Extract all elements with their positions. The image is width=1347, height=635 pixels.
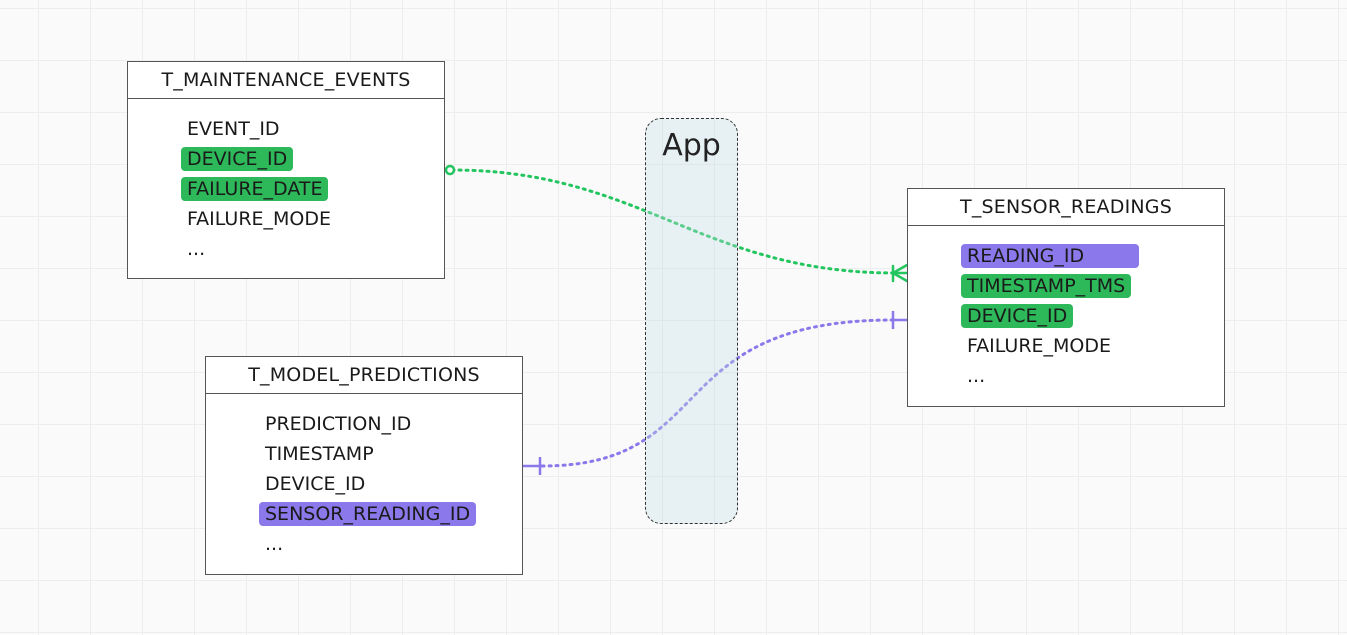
more-fields-ellipsis: ... (265, 533, 284, 555)
predictions-to-sensor-connector[interactable] (523, 311, 908, 475)
app-group-label: App (662, 128, 721, 163)
maintenance-to-sensor-connector[interactable] (444, 164, 909, 283)
table-field: FAILURE_MODE (967, 335, 1112, 357)
table-field-highlighted: READING_ID (961, 241, 1144, 271)
zero-cardinality-marker (444, 164, 456, 176)
table-maintenance-events[interactable]: T_MAINTENANCE_EVENTS EVENT_ID DEVICE_ID … (127, 61, 445, 279)
table-model-predictions[interactable]: T_MODEL_PREDICTIONS PREDICTION_ID TIMEST… (205, 356, 523, 575)
table-title: T_MAINTENANCE_EVENTS (128, 62, 444, 99)
one-cardinality-marker (523, 457, 542, 475)
table-field-highlighted: DEVICE_ID (961, 301, 1144, 331)
app-group-frame[interactable]: App (645, 118, 738, 524)
table-title: T_SENSOR_READINGS (908, 189, 1224, 226)
table-field: FAILURE_MODE (187, 208, 332, 230)
table-sensor-readings[interactable]: T_SENSOR_READINGS READING_ID TIMESTAMP_T… (907, 188, 1225, 407)
table-field: EVENT_ID (187, 118, 280, 140)
table-title: T_MODEL_PREDICTIONS (206, 357, 522, 394)
table-field-highlighted: SENSOR_READING_ID (259, 499, 481, 529)
table-field: DEVICE_ID (265, 473, 366, 495)
table-field: PREDICTION_ID (265, 413, 412, 435)
crows-foot-marker (891, 263, 909, 283)
table-field-highlighted: TIMESTAMP_TMS (961, 271, 1144, 301)
table-field-highlighted: FAILURE_DATE (181, 174, 342, 204)
table-field: TIMESTAMP (265, 443, 374, 465)
more-fields-ellipsis: ... (967, 365, 986, 387)
table-field-highlighted: DEVICE_ID (181, 144, 342, 174)
more-fields-ellipsis: ... (187, 238, 206, 260)
one-cardinality-marker (891, 311, 908, 329)
